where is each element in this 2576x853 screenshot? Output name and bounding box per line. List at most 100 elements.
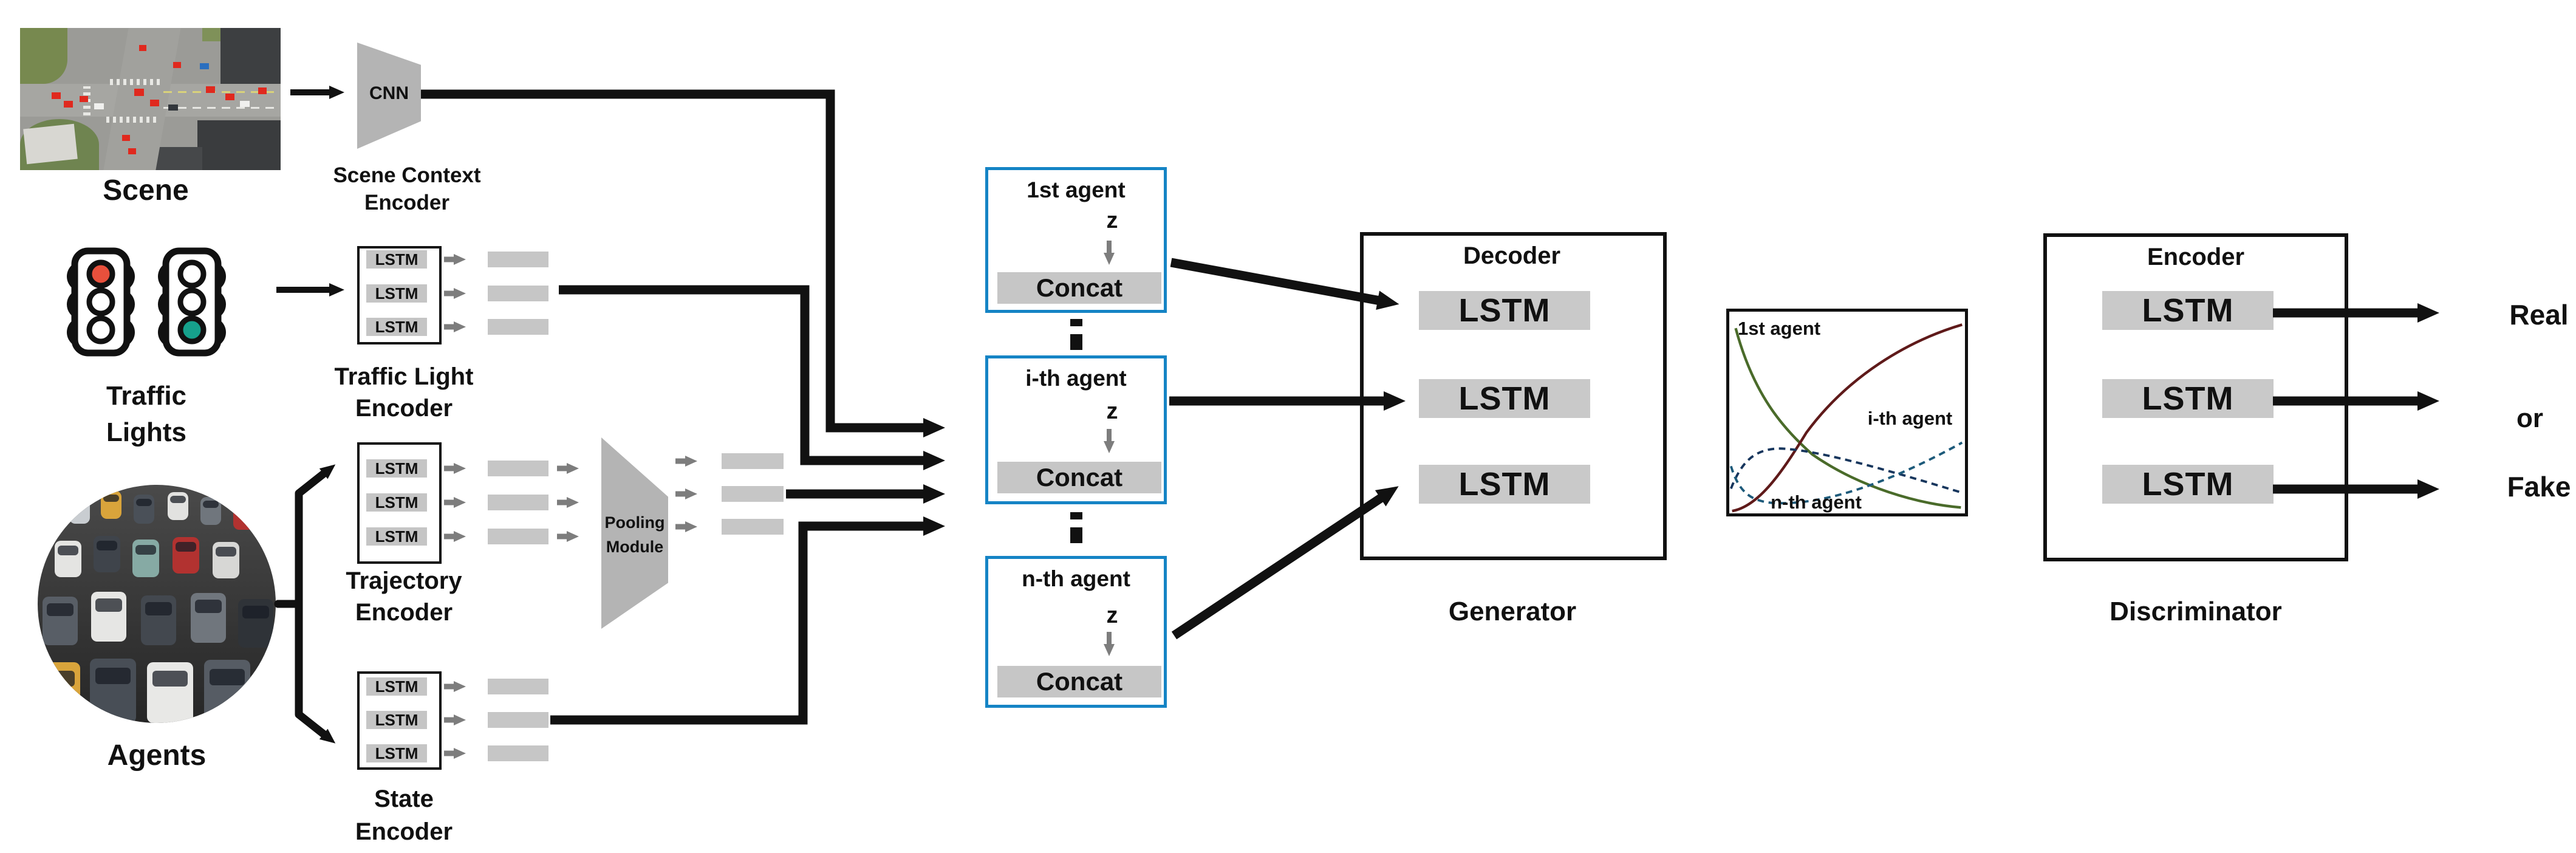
- hidden-state-bar: [488, 252, 548, 267]
- label-line: Lights: [106, 417, 186, 447]
- lstm-cell: LSTM: [366, 744, 427, 762]
- car: [168, 492, 188, 520]
- agent-box-nth: n-th agent z Concat: [985, 556, 1167, 708]
- decoder-title: Decoder: [1463, 242, 1561, 269]
- car: [233, 502, 254, 530]
- lane-line: [163, 107, 279, 109]
- vehicle-marker: [206, 86, 215, 93]
- z-label: z: [1106, 208, 1118, 233]
- hidden-state-bar: [488, 679, 548, 694]
- hidden-state-bar: [488, 495, 548, 510]
- vehicle-marker: [64, 101, 73, 108]
- repeat-dash: [1070, 319, 1082, 326]
- decoder-lstm: LSTM: [1419, 291, 1590, 330]
- crosswalk: [110, 79, 162, 85]
- label-line: Traffic Light: [334, 363, 474, 390]
- label-line: Scene Context: [333, 163, 481, 187]
- encoder-title: Encoder: [2147, 244, 2245, 270]
- agents-label: Agents: [107, 739, 207, 772]
- repeat-dash: [1070, 334, 1082, 350]
- pooling-module-label: Pooling Module: [592, 510, 677, 559]
- scene-photo: [20, 28, 281, 170]
- discriminator-label: Discriminator: [2110, 597, 2282, 626]
- trajectory-plot-canvas: [1729, 323, 1963, 513]
- agent-box-title: n-th agent: [1022, 566, 1130, 591]
- car: [238, 599, 273, 648]
- vehicle-marker: [225, 94, 234, 100]
- trajectory-encoder-label: Trajectory Encoder: [310, 565, 498, 628]
- label-line: Encoder: [355, 599, 453, 626]
- vehicle-marker: [134, 89, 144, 96]
- decoder-lstm: LSTM: [1419, 465, 1590, 504]
- vehicle: [168, 104, 178, 111]
- real-label: Real: [2509, 299, 2569, 331]
- repeat-dash: [1070, 512, 1082, 519]
- car: [101, 491, 121, 519]
- z-label: z: [1106, 399, 1118, 424]
- hidden-state-bar: [488, 286, 548, 301]
- hidden-state-bar: [488, 461, 548, 476]
- label-line: Traffic: [106, 381, 187, 411]
- car: [200, 497, 221, 525]
- pooled-vector-bar: [722, 453, 784, 469]
- vehicle: [200, 63, 209, 69]
- plot-label-ith-agent: i-th agent: [1867, 408, 1953, 429]
- car: [69, 496, 90, 524]
- curve-ith-agent: [1729, 441, 1963, 505]
- traffic-lights-label: Traffic Lights: [86, 378, 207, 451]
- car: [134, 495, 154, 524]
- crosswalk: [106, 117, 159, 123]
- scene-context-encoder-label: Scene Context Encoder: [316, 162, 498, 216]
- label-line: Trajectory: [346, 567, 462, 594]
- label-line: Encoder: [355, 818, 453, 845]
- car: [204, 660, 250, 723]
- lane-line: [163, 91, 279, 93]
- discriminator-lstm: LSTM: [2102, 379, 2274, 418]
- traffic-light-encoder-label: Traffic Light Encoder: [316, 361, 492, 424]
- vehicle-marker: [173, 62, 181, 68]
- plot-label-nth-agent: n-th agent: [1771, 492, 1862, 513]
- lstm-cell: LSTM: [366, 459, 427, 478]
- traffic-light-icon: [67, 247, 226, 357]
- grass-patch: [20, 28, 67, 84]
- discriminator-lstm: LSTM: [2102, 465, 2274, 504]
- scene-label: Scene: [103, 174, 189, 207]
- car: [191, 593, 226, 643]
- car: [90, 659, 136, 723]
- car: [173, 537, 199, 574]
- or-label: or: [2516, 403, 2543, 433]
- vehicle-marker: [128, 148, 136, 154]
- pooled-vector-bar: [722, 519, 784, 535]
- concat-bar: Concat: [997, 666, 1161, 697]
- curve-red: [1732, 323, 1963, 513]
- car: [132, 540, 159, 577]
- curve-1st-agent: [1734, 327, 1961, 509]
- plot-label-1st-agent: 1st agent: [1738, 318, 1821, 339]
- repeat-dash: [1070, 527, 1082, 543]
- label-line: State: [374, 786, 434, 812]
- label-line: Encoder: [355, 395, 453, 422]
- decoder-lstm: LSTM: [1419, 379, 1590, 418]
- hidden-state-bar: [488, 319, 548, 335]
- trajectory-plot: 1st agent i-th agent n-th agent: [1726, 309, 1968, 516]
- flow-nth-agent-to-decoder: [1171, 486, 1399, 640]
- vehicle-marker: [139, 45, 146, 51]
- concat-bar: Concat: [997, 272, 1161, 304]
- vehicle: [94, 103, 104, 109]
- parking-lot: [197, 120, 281, 170]
- discriminator-lstm: LSTM: [2102, 291, 2274, 330]
- car: [141, 595, 176, 645]
- label-line: Module: [606, 538, 664, 556]
- z-label: z: [1106, 603, 1118, 628]
- car: [94, 536, 120, 572]
- vehicle-marker: [150, 100, 159, 106]
- building: [23, 123, 78, 165]
- generator-label: Generator: [1448, 597, 1577, 626]
- curve-nth-agent: [1729, 447, 1963, 494]
- parking-lot: [220, 28, 281, 91]
- state-encoder-label: State Encoder: [316, 783, 492, 848]
- agent-box-title: 1st agent: [1027, 177, 1126, 202]
- lstm-cell: LSTM: [366, 711, 427, 729]
- hidden-state-bar: [488, 745, 548, 761]
